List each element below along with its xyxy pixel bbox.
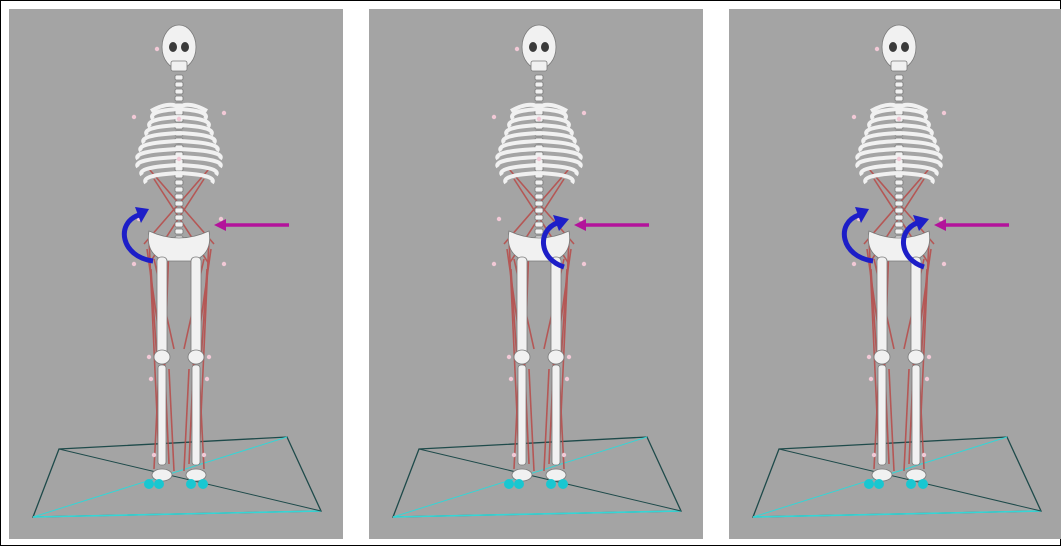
foot-contact-marker [144, 479, 154, 489]
foot [872, 469, 892, 481]
motion-marker [852, 115, 856, 119]
foot-contact-marker [504, 479, 514, 489]
motion-marker [509, 377, 513, 381]
panel-2 [369, 9, 703, 539]
motion-marker [492, 262, 496, 266]
pelvis [148, 231, 209, 261]
foot-contact-marker [918, 479, 928, 489]
motion-marker [177, 157, 181, 161]
motion-marker [562, 453, 566, 457]
motion-marker [497, 217, 501, 221]
motion-marker [507, 355, 511, 359]
knee [188, 350, 204, 364]
muscle-lines [144, 169, 214, 471]
motion-marker [925, 377, 929, 381]
skeleton-model [857, 25, 940, 481]
foot-contact-marker [546, 479, 556, 489]
foot-contact-marker [514, 479, 524, 489]
knee [548, 350, 564, 364]
foot-contact-marker [906, 479, 916, 489]
knee [154, 350, 170, 364]
foot-contact-marker [198, 479, 208, 489]
force-plate [393, 437, 681, 517]
tibia [552, 365, 560, 465]
motion-marker [939, 217, 943, 221]
motion-marker [147, 355, 151, 359]
force-arrow-icon [574, 219, 649, 231]
motion-marker [582, 262, 586, 266]
motion-marker [219, 217, 223, 221]
motion-marker [202, 453, 206, 457]
pelvis [508, 231, 569, 261]
motion-marker [512, 453, 516, 457]
motion-marker [922, 453, 926, 457]
model-scene [369, 9, 703, 539]
motion-marker [132, 262, 136, 266]
model-scene [729, 9, 1061, 539]
pelvis [868, 231, 929, 261]
foot-contact-marker [186, 479, 196, 489]
motion-marker [927, 355, 931, 359]
muscle-lines [864, 169, 934, 471]
motion-marker [869, 377, 873, 381]
femur [191, 257, 201, 355]
tibia [192, 365, 200, 465]
force-arrow-icon [214, 219, 289, 231]
motion-marker [205, 377, 209, 381]
panel-1 [9, 9, 343, 539]
panel-3 [729, 9, 1061, 539]
motion-marker [565, 377, 569, 381]
knee [908, 350, 924, 364]
force-arrow-icon [934, 219, 1009, 231]
femur [551, 257, 561, 355]
motion-marker [537, 157, 541, 161]
motion-marker [537, 117, 541, 121]
motion-marker [875, 47, 879, 51]
muscle-lines [504, 169, 574, 471]
model-scene [9, 9, 343, 539]
knee [874, 350, 890, 364]
motion-marker [149, 377, 153, 381]
motion-marker [132, 115, 136, 119]
motion-marker [567, 355, 571, 359]
motion-marker [222, 262, 226, 266]
femur [517, 257, 527, 355]
motion-marker [207, 355, 211, 359]
foot-contact-marker [864, 479, 874, 489]
femur [157, 257, 167, 355]
motion-marker [492, 115, 496, 119]
foot [512, 469, 532, 481]
motion-marker [155, 47, 159, 51]
motion-marker [897, 117, 901, 121]
skeleton-model [137, 25, 220, 481]
motion-marker [177, 117, 181, 121]
motion-marker [942, 111, 946, 115]
foot-contact-marker [154, 479, 164, 489]
femur [911, 257, 921, 355]
force-plate [753, 437, 1041, 517]
motion-marker [515, 47, 519, 51]
tibia [912, 365, 920, 465]
foot-contact-marker [874, 479, 884, 489]
motion-marker [579, 217, 583, 221]
motion-marker [872, 453, 876, 457]
motion-marker [867, 355, 871, 359]
motion-marker [582, 111, 586, 115]
motion-marker [897, 157, 901, 161]
tibia [158, 365, 166, 465]
skeleton-model [497, 25, 580, 481]
knee [514, 350, 530, 364]
tibia [878, 365, 886, 465]
motion-marker [152, 453, 156, 457]
foot-contact-marker [558, 479, 568, 489]
motion-marker [852, 262, 856, 266]
force-plate [33, 437, 321, 517]
motion-marker [942, 262, 946, 266]
tibia [518, 365, 526, 465]
motion-marker [222, 111, 226, 115]
femur [877, 257, 887, 355]
foot [152, 469, 172, 481]
